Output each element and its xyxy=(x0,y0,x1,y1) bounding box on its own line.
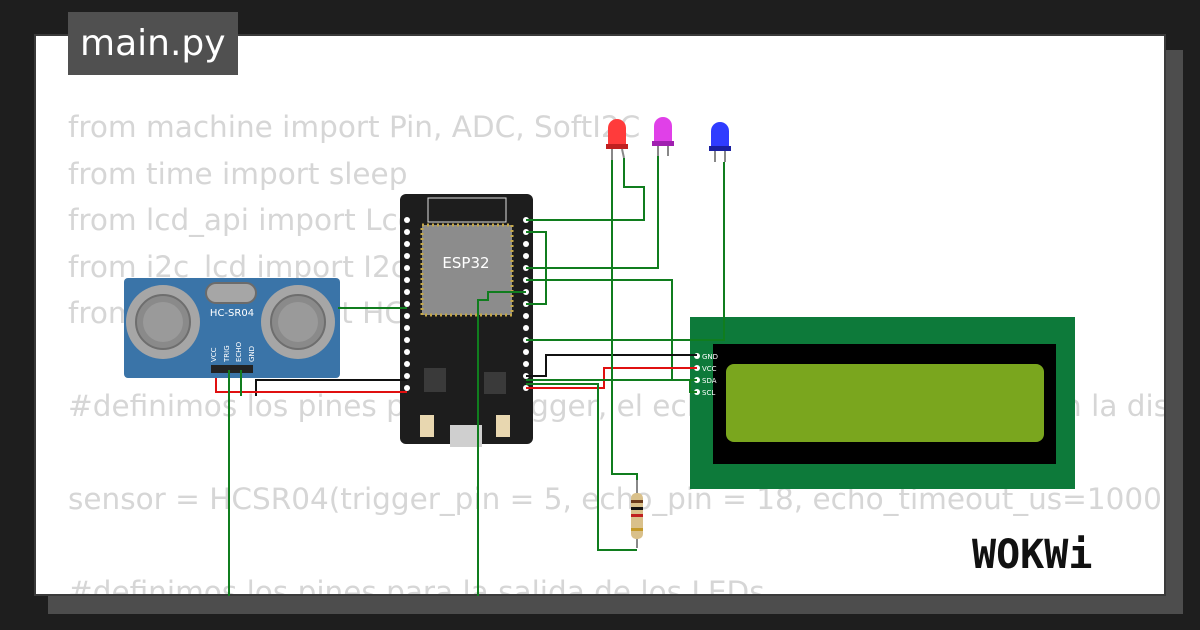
ultrasonic-label: HC-SR04 xyxy=(210,308,254,319)
led-red[interactable] xyxy=(606,119,628,160)
wires xyxy=(215,156,725,596)
file-tab[interactable]: main.py xyxy=(68,12,238,75)
lcd-pin-label: SCL xyxy=(702,389,715,397)
led-blue[interactable] xyxy=(709,122,731,162)
ultrasonic-pin-label: ECHO xyxy=(235,341,243,362)
code-line: from machine import Pin, ADC, SoftI2C xyxy=(68,110,641,144)
code-line: from time import sleep xyxy=(68,156,408,191)
ultrasonic-sensor[interactable]: HC-SR04 VCC TRIG ECHO GND xyxy=(124,278,340,378)
resistor[interactable] xyxy=(631,480,643,548)
esp32-left-pins xyxy=(404,217,410,391)
code-line: #definimos los pines para la salida de l… xyxy=(68,575,765,596)
wokwi-logo: WOKWi xyxy=(972,532,1092,578)
ultrasonic-pin-label: TRIG xyxy=(223,345,231,363)
led-magenta[interactable] xyxy=(652,117,674,156)
lcd-pin-label: GND xyxy=(702,353,718,361)
ultrasonic-pin-label: GND xyxy=(248,346,256,362)
wokwi-logo-text: WOKWi xyxy=(972,532,1092,578)
simulation-canvas[interactable]: from machine import Pin, ADC, SoftI2C fro… xyxy=(34,34,1166,596)
lcd-pin-label: VCC xyxy=(702,365,717,373)
lcd-display[interactable]: GND VCC SDA SCL xyxy=(690,317,1075,489)
esp32-board[interactable]: ESP32 xyxy=(400,194,533,447)
esp32-label: ESP32 xyxy=(442,254,489,272)
lcd-pin-label: SDA xyxy=(702,377,717,385)
ultrasonic-pin-label: VCC xyxy=(210,347,218,362)
